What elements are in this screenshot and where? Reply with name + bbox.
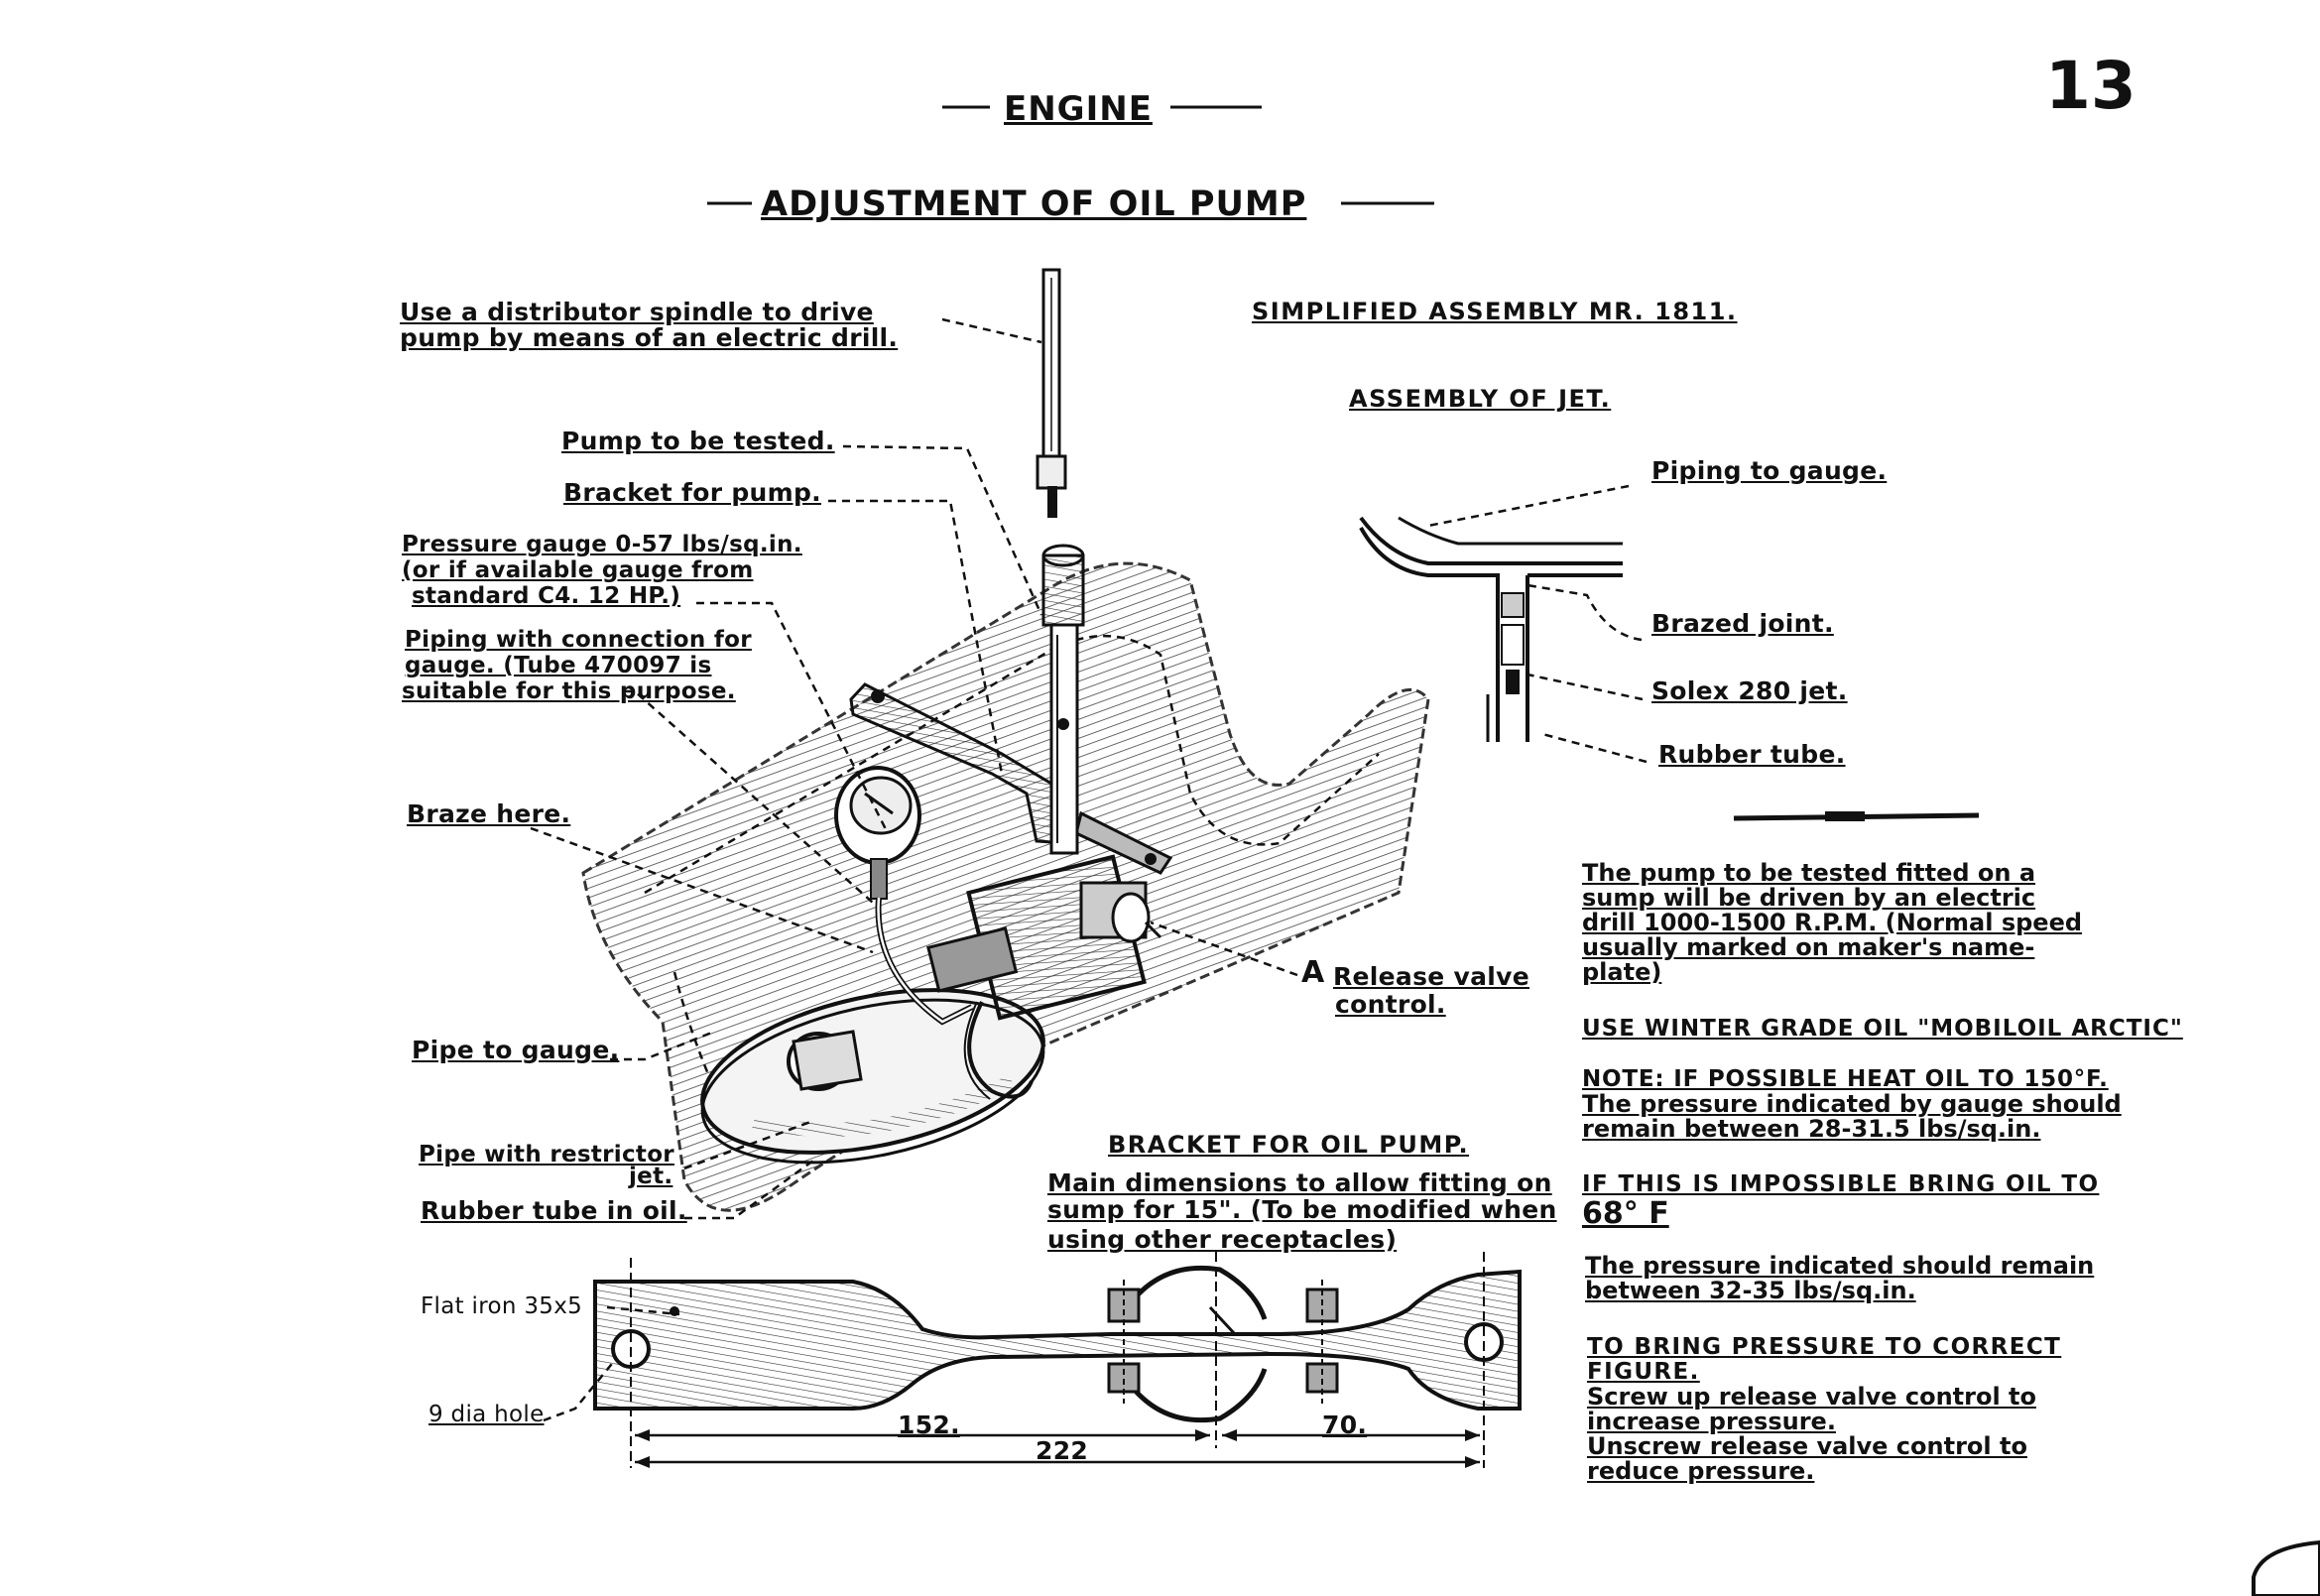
label-piping-2: gauge. (Tube 470097 is: [405, 653, 712, 678]
separator-bar: [1733, 811, 1980, 821]
heading-assembly-of-jet: ASSEMBLY OF JET.: [1349, 385, 1612, 413]
page-curl: [2252, 1539, 2320, 1596]
page-number: 13: [2045, 48, 2137, 124]
label-jet-solex: Solex 280 jet.: [1651, 676, 1848, 705]
section-title: ENGINE: [1004, 89, 1153, 129]
note-line: drill 1000-1500 R.P.M. (Normal speed: [1582, 909, 2083, 936]
note-pressure-range: The pressure indicated should remain bet…: [1585, 1254, 2094, 1303]
note-correct-figure: TO BRING PRESSURE TO CORRECT FIGURE. Scr…: [1587, 1335, 2061, 1484]
note-line: NOTE: IF POSSIBLE HEAT OIL TO 150°F.: [1582, 1066, 2109, 1092]
note-impossible: IF THIS IS IMPOSSIBLE BRING OIL TO 68° F: [1582, 1172, 2099, 1231]
bracket-desc-3: using other receptacles): [1047, 1225, 1398, 1254]
note-line: increase pressure.: [1587, 1408, 1836, 1435]
dimension-152: 152.: [898, 1411, 960, 1439]
note-line: The pump to be tested fitted on a: [1582, 859, 2036, 887]
dimension-70: 70.: [1322, 1411, 1368, 1439]
pump-bracket: [849, 682, 1173, 875]
label-pump-tested: Pump to be tested.: [561, 427, 835, 455]
heading-simplified-assembly: SIMPLIFIED ASSEMBLY MR. 1811.: [1252, 298, 1738, 325]
label-piping-1: Piping with connection for: [405, 627, 752, 653]
label-piping-3: suitable for this purpose.: [402, 678, 736, 704]
label-jet-piping: Piping to gauge.: [1651, 456, 1888, 485]
note-line: sump will be driven by an electric: [1582, 884, 2036, 912]
label-pipe-restrictor-2: jet.: [629, 1164, 673, 1189]
note-line: remain between 28-31.5 lbs/sq.in.: [1582, 1115, 2041, 1143]
flat-bracket-drawing: [593, 1252, 1522, 1468]
label-bracket-for-pump: Bracket for pump.: [563, 478, 821, 507]
rubber-tube-loop: [963, 1001, 1034, 1100]
label-spindle-1: Use a distributor spindle to drive: [400, 298, 874, 326]
dimension-222: 222: [1036, 1436, 1089, 1465]
note-line: The pressure indicated by gauge should: [1582, 1090, 2122, 1118]
bracket-desc-1: Main dimensions to allow fitting on: [1047, 1168, 1552, 1197]
heading-bracket-for-oil-pump: BRACKET FOR OIL PUMP.: [1108, 1131, 1470, 1159]
pump-shaft: [1041, 544, 1085, 855]
note-line: IF THIS IS IMPOSSIBLE BRING OIL TO: [1582, 1171, 2100, 1197]
label-gauge-3: standard C4. 12 HP.): [412, 583, 681, 609]
leader-lines: [530, 317, 1648, 1422]
note-line: FIGURE.: [1587, 1359, 1700, 1385]
label-release-1: Release valve: [1333, 962, 1530, 991]
note-heat-oil: NOTE: IF POSSIBLE HEAT OIL TO 150°F. The…: [1582, 1067, 2122, 1142]
label-pipe-to-gauge: Pipe to gauge.: [412, 1036, 620, 1064]
note-line: USE WINTER GRADE OIL "MOBILOIL ARCTIC": [1582, 1016, 2183, 1042]
label-dia-hole: 9 dia hole: [428, 1402, 545, 1427]
label-flat-iron: Flat iron 35x5: [421, 1293, 583, 1319]
drive-spindle: [1036, 268, 1067, 518]
jet-assembly: [1359, 516, 1623, 742]
page-title: ADJUSTMENT OF OIL PUMP: [761, 184, 1307, 224]
note-line: The pressure indicated should remain: [1585, 1252, 2095, 1280]
label-release-letter: A: [1301, 955, 1325, 990]
note-winter-oil: USE WINTER GRADE OIL "MOBILOIL ARCTIC": [1582, 1017, 2183, 1042]
note-line: between 32-35 lbs/sq.in.: [1585, 1277, 1916, 1304]
note-line: 68° F: [1582, 1196, 1669, 1231]
bracket-desc-2: sump for 15". (To be modified when: [1047, 1195, 1557, 1224]
label-pipe-restrictor-1: Pipe with restrictor: [419, 1142, 674, 1167]
note-line: TO BRING PRESSURE TO CORRECT: [1587, 1334, 2062, 1360]
note-line: Screw up release valve control to: [1587, 1383, 2036, 1411]
note-line: plate): [1582, 958, 1662, 986]
label-spindle-2: pump by means of an electric drill.: [400, 323, 899, 352]
label-gauge-2: (or if available gauge from: [402, 557, 754, 583]
label-braze-here: Braze here.: [407, 799, 571, 828]
label-jet-rubber: Rubber tube.: [1658, 740, 1846, 769]
label-release-2: control.: [1335, 990, 1446, 1019]
filter-disc: [700, 988, 1045, 1165]
title-rules: [707, 105, 1434, 205]
label-jet-brazed: Brazed joint.: [1651, 609, 1834, 638]
note-line: usually marked on maker's name-: [1582, 933, 2035, 961]
pump-body: [926, 854, 1162, 1021]
note-line: Unscrew release valve control to: [1587, 1432, 2027, 1460]
notes-test-instructions: The pump to be tested fitted on a sump w…: [1582, 861, 2082, 985]
note-line: reduce pressure.: [1587, 1457, 1815, 1485]
label-gauge-1: Pressure gauge 0-57 lbs/sq.in.: [402, 532, 802, 557]
label-rubber-tube-in-oil: Rubber tube in oil.: [421, 1196, 687, 1225]
